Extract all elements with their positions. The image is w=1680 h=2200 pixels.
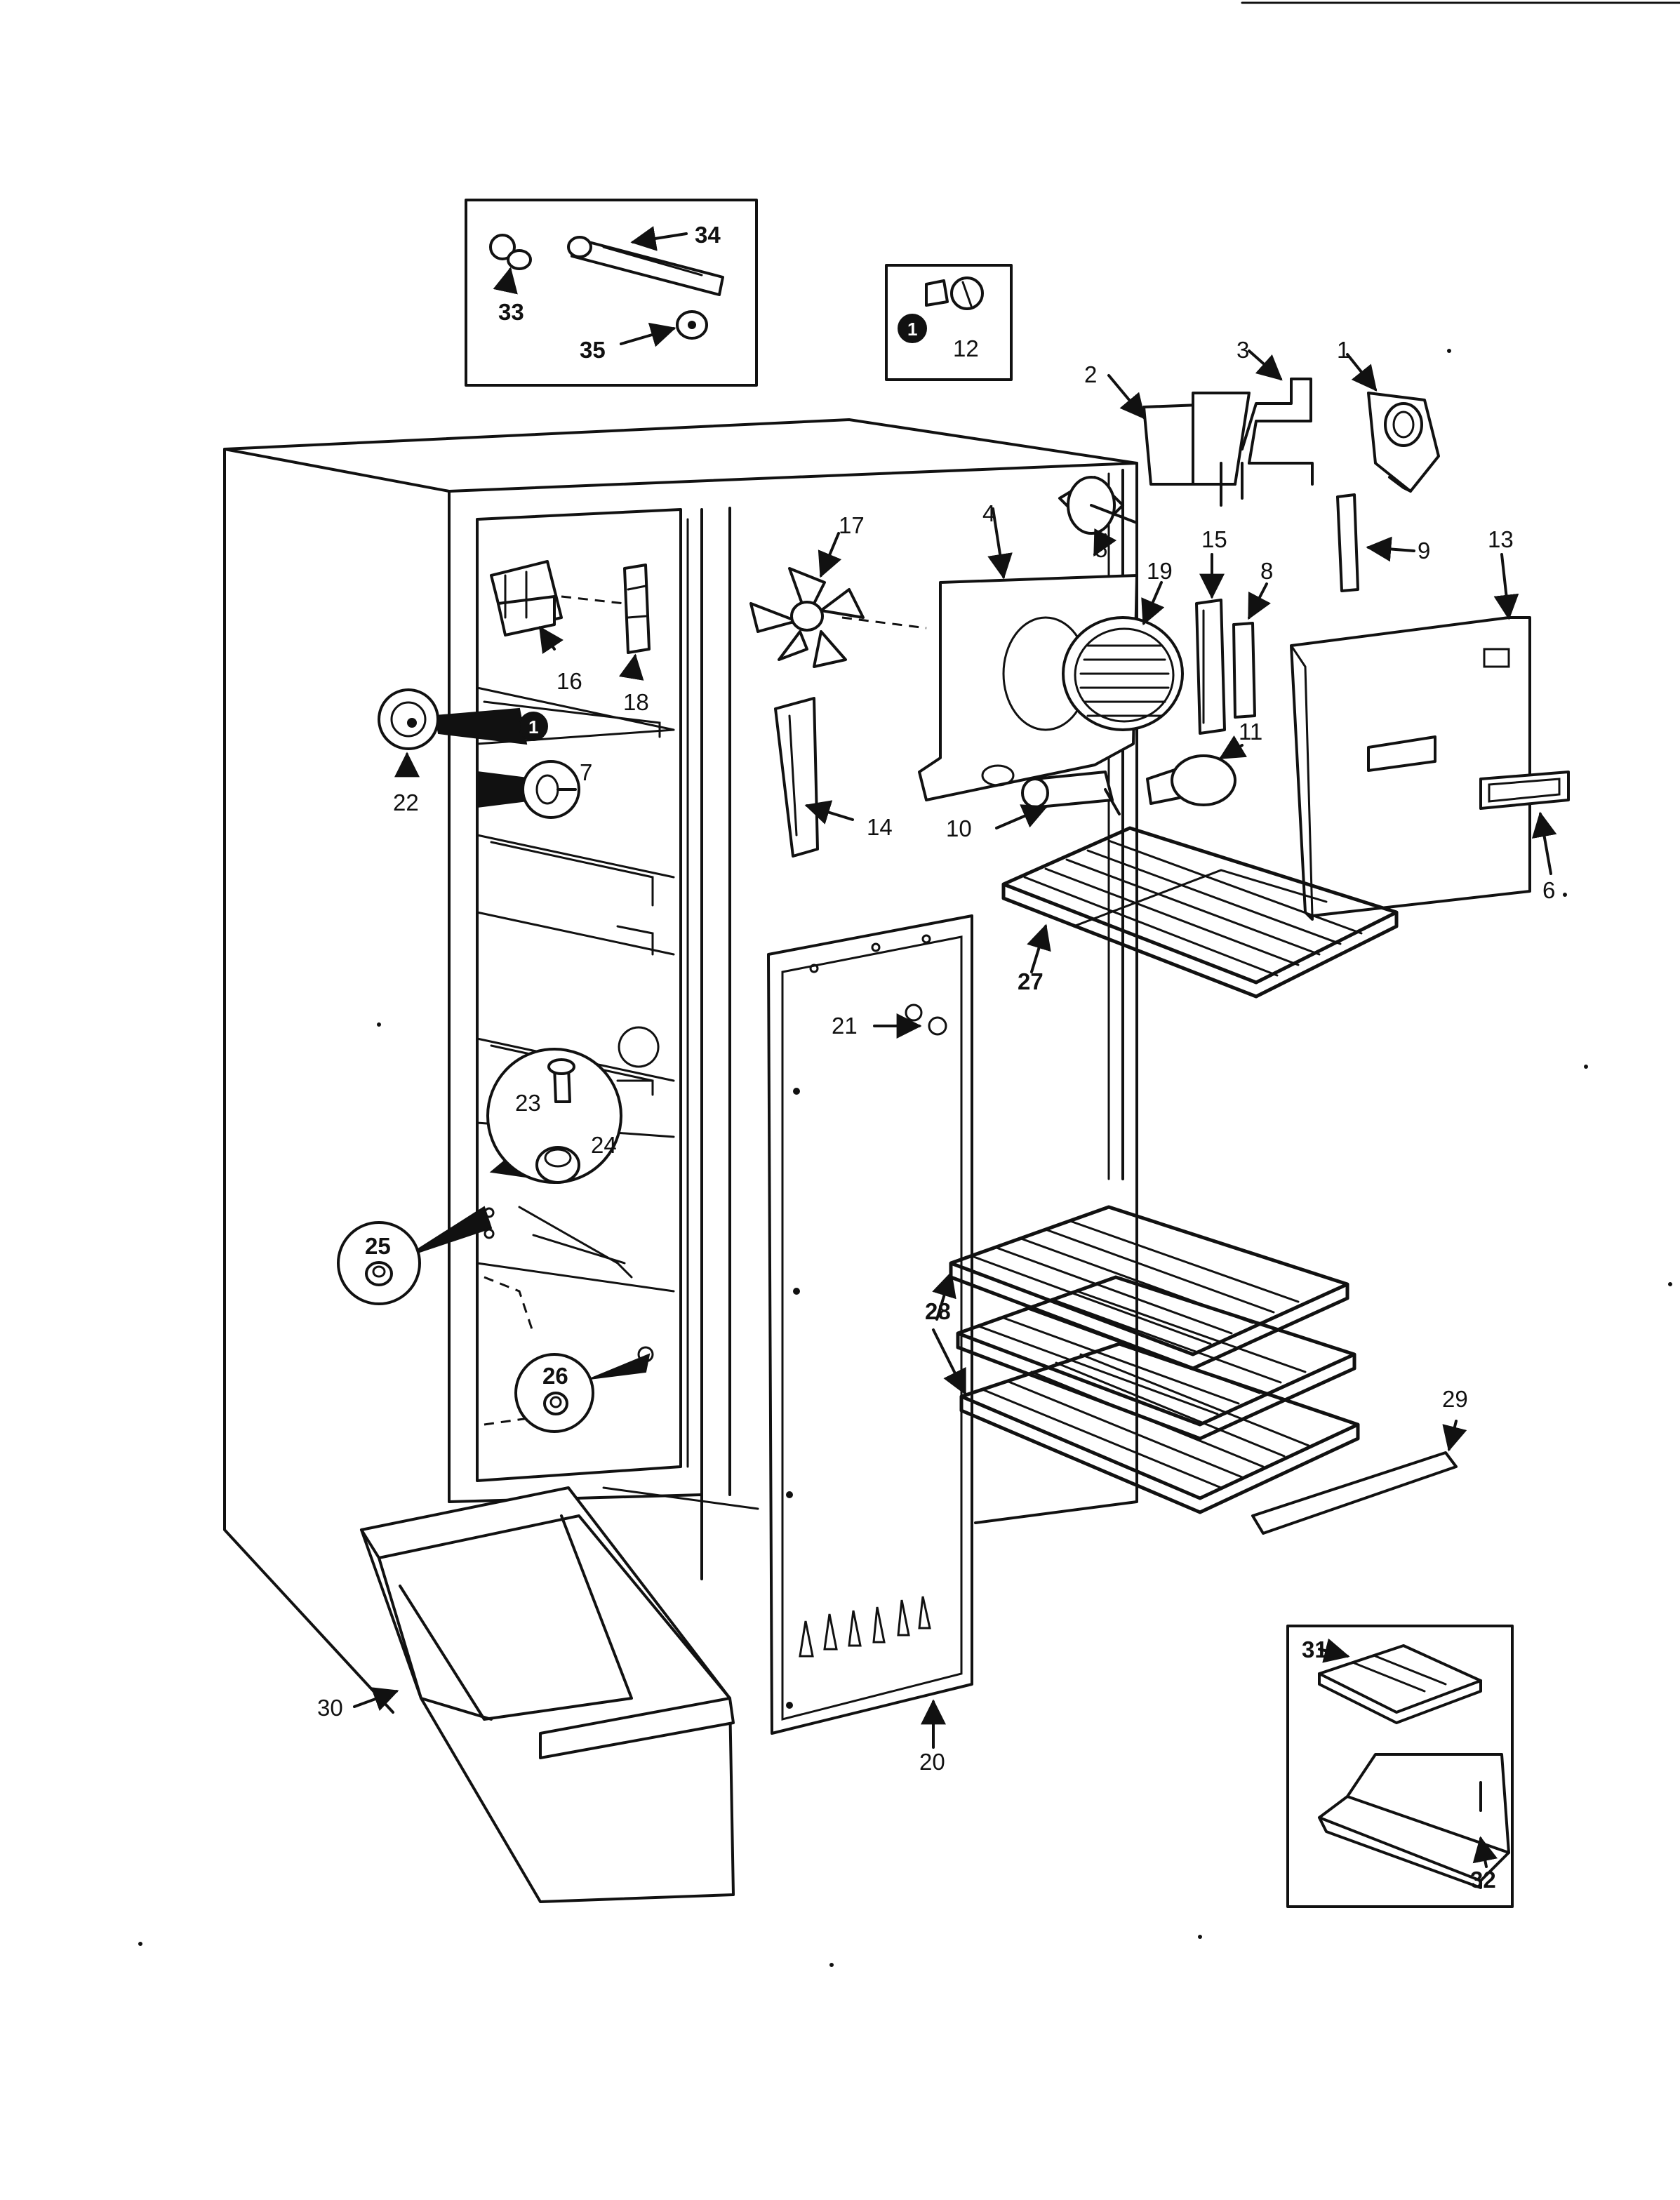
part-13-crisper-cover-panel	[1290, 553, 1531, 921]
inset-box-butter-compartment	[1286, 1625, 1514, 1908]
label-14: 14	[867, 814, 893, 840]
badge-12-text: 1	[907, 319, 917, 340]
refrigerator-cabinet	[223, 418, 1138, 1714]
label-15: 15	[1201, 526, 1227, 552]
label-27: 27	[1018, 968, 1044, 994]
label-11: 11	[1239, 719, 1262, 745]
part-21-plug	[873, 1004, 947, 1039]
label-28: 28	[925, 1298, 951, 1324]
part-22-callout-circle	[378, 688, 528, 778]
label-10: 10	[946, 815, 972, 841]
part-18-bracket	[618, 564, 651, 681]
label-4: 4	[982, 500, 995, 526]
part-28-wire-shelves	[932, 1205, 1360, 1514]
part-34-door-stop-bar	[567, 226, 724, 296]
label-32: 32	[1470, 1867, 1496, 1893]
label-18: 18	[623, 689, 649, 715]
part-33-hinge-pin	[489, 234, 532, 295]
label-9: 9	[1418, 538, 1430, 564]
label-30: 30	[317, 1695, 343, 1721]
part-14-drip-bracket	[774, 697, 854, 858]
part-12-thermostat-knob	[925, 276, 984, 310]
label-20: 20	[919, 1749, 945, 1775]
label-5: 5	[1095, 536, 1107, 562]
inset-box-part-12	[885, 264, 1013, 381]
part-16-control-housing	[490, 560, 625, 654]
label-21: 21	[832, 1013, 858, 1039]
label-17: 17	[839, 512, 865, 538]
part-1-light-socket-cover	[1346, 353, 1440, 493]
label-19: 19	[1147, 558, 1173, 584]
label-24: 24	[591, 1132, 617, 1158]
part-23-24-callout-circle	[486, 1048, 622, 1184]
label-23: 23	[515, 1090, 541, 1116]
label-35: 35	[580, 337, 606, 363]
label-3: 3	[1236, 337, 1249, 363]
label-29: 29	[1442, 1386, 1468, 1412]
part-29-trim-strip	[1251, 1420, 1467, 1535]
part-17-fan-blade	[749, 532, 927, 668]
part-11-light-bulb	[1146, 735, 1248, 806]
label-1: 1	[1337, 337, 1349, 363]
part-19-evaporator-cover-grille	[1062, 581, 1184, 731]
label-22: 22	[393, 789, 419, 815]
badge-22-text: 1	[528, 716, 538, 738]
part-30-door-bin	[353, 1486, 735, 1903]
part-6-label	[1479, 771, 1570, 875]
label-34: 34	[695, 222, 721, 248]
part-35-washer	[620, 310, 708, 347]
part-31-compartment-lid	[1318, 1638, 1482, 1724]
label-12: 12	[953, 335, 979, 361]
inset-box-door-parts	[465, 199, 758, 387]
part-5-fan-motor-knob	[1058, 476, 1138, 557]
label-6: 6	[1542, 877, 1555, 903]
label-26: 26	[542, 1363, 568, 1389]
part-26-callout-circle	[514, 1353, 651, 1433]
part-3-bracket	[1241, 349, 1314, 486]
label-25: 25	[365, 1233, 391, 1259]
part-10-light-socket	[995, 771, 1121, 829]
part-2-light-housing	[1107, 374, 1251, 507]
part-12-badge	[898, 314, 927, 343]
label-13: 13	[1488, 526, 1514, 552]
part-27-wire-shelf	[1001, 826, 1399, 999]
part-25-callout-circle	[337, 1206, 493, 1305]
part-8-strip	[1232, 582, 1271, 719]
label-2: 2	[1084, 361, 1097, 387]
label-31: 31	[1302, 1636, 1328, 1662]
part-22-badge	[519, 712, 548, 741]
label-33: 33	[498, 299, 524, 325]
part-20-rear-panel	[767, 914, 973, 1749]
part-7-callout-circle	[476, 760, 580, 819]
label-8: 8	[1260, 558, 1273, 584]
part-15-channel	[1195, 553, 1226, 735]
label-7: 7	[580, 759, 592, 785]
part-32-compartment-tray	[1318, 1753, 1510, 1889]
part-9-strip	[1336, 493, 1415, 592]
label-16: 16	[556, 668, 582, 694]
